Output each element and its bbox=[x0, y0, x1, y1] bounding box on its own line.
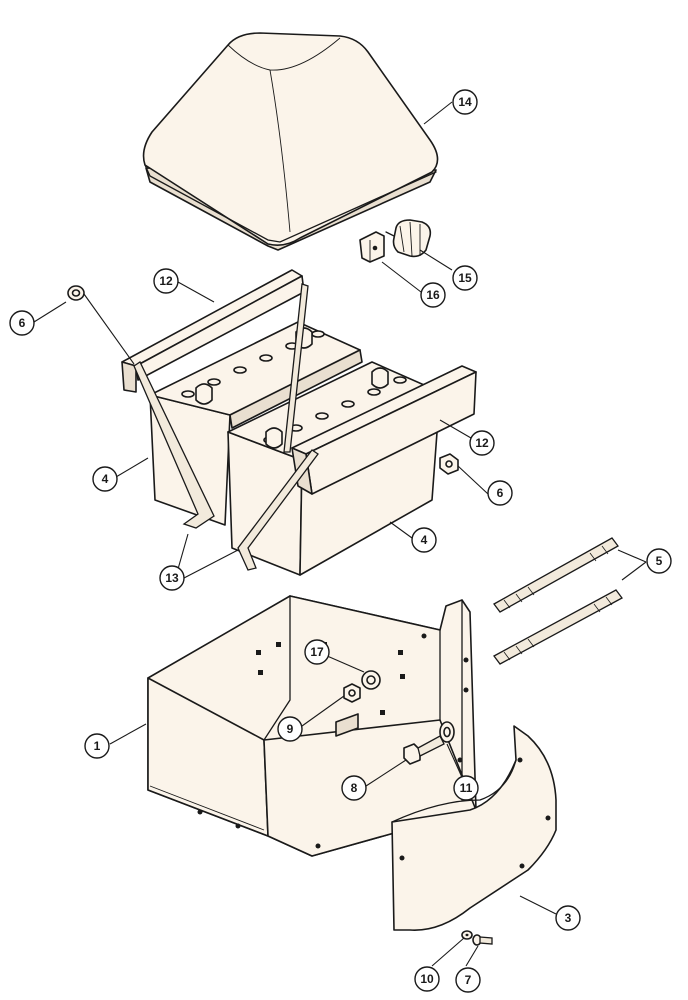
callout-11: 11 bbox=[453, 775, 479, 801]
svg-text:15: 15 bbox=[458, 271, 472, 285]
nut-left-part bbox=[67, 285, 85, 301]
callout-7: 7 bbox=[455, 967, 481, 993]
callout-4-right: 4 bbox=[411, 527, 437, 553]
svg-text:1: 1 bbox=[94, 739, 101, 753]
battery-left-cell-caps bbox=[181, 330, 325, 398]
leader-lines bbox=[33, 101, 647, 967]
callout-6-right: 6 bbox=[487, 480, 513, 506]
callout-9: 9 bbox=[277, 716, 303, 742]
callout-8: 8 bbox=[341, 775, 367, 801]
small-washer-part bbox=[461, 930, 473, 940]
callout-3: 3 bbox=[555, 905, 581, 931]
callout-17: 17 bbox=[304, 639, 330, 665]
cover-knob-part bbox=[385, 219, 432, 258]
callout-12-right: 12 bbox=[469, 430, 495, 456]
svg-text:9: 9 bbox=[287, 722, 294, 736]
washer-part bbox=[361, 670, 381, 690]
small-screw-part bbox=[472, 934, 493, 946]
svg-text:6: 6 bbox=[19, 316, 26, 330]
bolt-part bbox=[403, 735, 445, 765]
svg-text:3: 3 bbox=[565, 911, 572, 925]
j-bolt-rods-part bbox=[133, 283, 319, 571]
callout-14: 14 bbox=[452, 89, 478, 115]
callout-1: 1 bbox=[84, 733, 110, 759]
callout-10: 10 bbox=[414, 966, 440, 992]
hold-down-bar-right-part bbox=[291, 365, 477, 495]
callout-6-left: 6 bbox=[9, 310, 35, 336]
callout-16: 16 bbox=[420, 282, 446, 308]
svg-text:16: 16 bbox=[426, 288, 440, 302]
svg-text:11: 11 bbox=[460, 781, 473, 795]
battery-cover-part bbox=[142, 32, 439, 251]
tray-nut-part bbox=[343, 683, 361, 703]
svg-text:7: 7 bbox=[465, 973, 472, 987]
svg-text:8: 8 bbox=[351, 781, 358, 795]
svg-text:6: 6 bbox=[497, 486, 504, 500]
callout-15: 15 bbox=[452, 265, 478, 291]
svg-text:12: 12 bbox=[159, 274, 173, 288]
svg-text:4: 4 bbox=[421, 533, 428, 547]
callout-4-left: 4 bbox=[92, 466, 118, 492]
hold-down-bar-left-part bbox=[121, 269, 305, 393]
side-shield-part bbox=[391, 725, 557, 931]
svg-text:17: 17 bbox=[310, 645, 324, 659]
callout-13: 13 bbox=[159, 565, 185, 591]
callout-12-top: 12 bbox=[153, 268, 179, 294]
svg-text:10: 10 bbox=[420, 972, 434, 986]
cover-clip-part bbox=[359, 231, 385, 263]
svg-text:14: 14 bbox=[458, 95, 472, 109]
battery-tray-part bbox=[147, 595, 477, 857]
bolt-washer-part bbox=[439, 721, 455, 743]
svg-text:12: 12 bbox=[475, 436, 489, 450]
svg-text:13: 13 bbox=[165, 571, 179, 585]
svg-text:5: 5 bbox=[656, 554, 663, 568]
nut-right-part bbox=[439, 453, 459, 475]
svg-text:4: 4 bbox=[102, 472, 109, 486]
callout-5: 5 bbox=[646, 548, 672, 574]
threaded-rods-part bbox=[493, 537, 623, 665]
